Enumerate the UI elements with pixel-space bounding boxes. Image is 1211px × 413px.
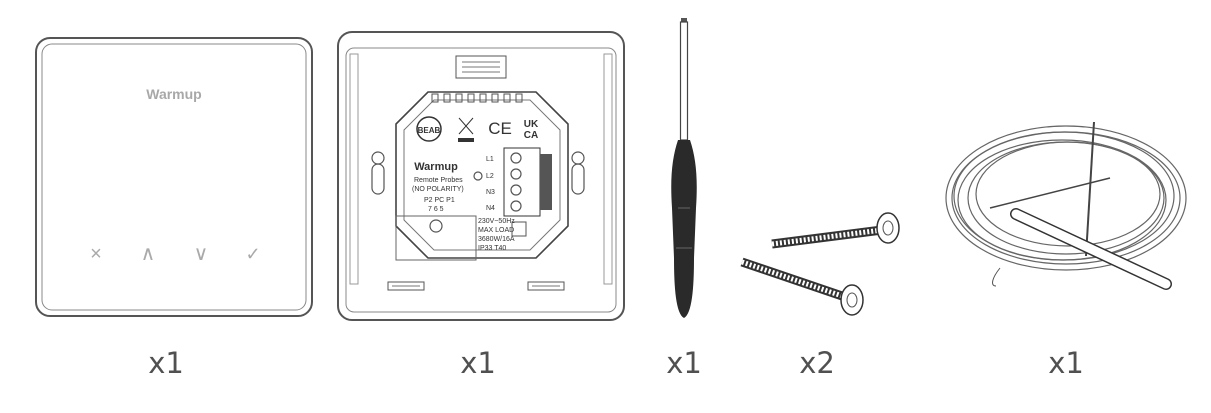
thermostat-front-quantity: x1 [148,346,184,380]
probe-pin-labels: P2 PC P1 [424,197,455,204]
screws-quantity: x2 [799,346,835,380]
terminal-label-l1: L1 [486,156,494,163]
screwdriver-image [664,18,704,322]
back-brand-logo: Warmup [414,161,458,173]
beab-mark: BEAB [418,126,441,135]
ukca-mark-top: UK [524,119,539,130]
up-key-icon: ∧ [141,243,156,265]
screws-image [736,208,916,328]
thermostat-back-image: BEAB CE UK UK CA Warmup Remote Probes (N… [336,30,626,322]
spec-rating: IP33 T40 [478,245,506,252]
probe-pin-numbers: 7 6 5 [428,206,444,213]
probe-cable-image [930,108,1210,308]
terminal-label-n3: N3 [486,189,495,196]
thermostat-brand-logo: Warmup [146,86,201,102]
cancel-key-icon: × [90,243,102,265]
ce-mark: CE [488,119,512,138]
spec-power: 3680W/16A [478,236,515,243]
terminal-label-n4: N4 [486,205,495,212]
terminal-label-l2: L2 [486,173,494,180]
probe-cable-quantity: x1 [1048,346,1084,380]
confirm-key-icon: ✓ [245,244,260,264]
screwdriver-quantity: x1 [666,346,702,380]
spec-max-load: MAX LOAD [478,227,514,234]
probes-polarity-label: (NO POLARITY) [412,186,464,193]
ukca-mark-ca: CA [524,130,538,141]
thermostat-front-image: Warmup × ∧ ∨ ✓ [34,36,314,318]
spec-voltage: 230V~50Hz [478,218,515,225]
thermostat-back-quantity: x1 [460,346,496,380]
probes-label: Remote Probes [414,177,463,184]
down-key-icon: ∨ [194,243,209,265]
